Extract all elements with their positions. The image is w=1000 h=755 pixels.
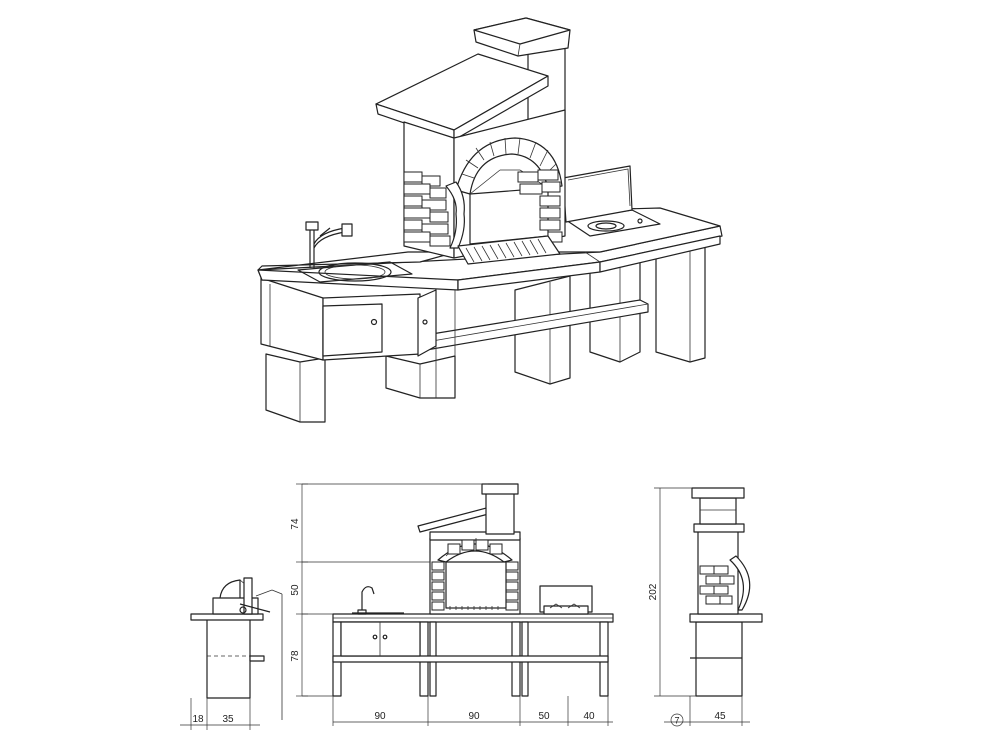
dim-side-left-b: 35 [222, 714, 234, 725]
cabinet-door-closed [322, 303, 383, 357]
circle-marker [670, 713, 684, 727]
dim-height-78: 78 [290, 650, 301, 662]
dim-width-50: 50 [538, 711, 550, 722]
isometric-view [257, 17, 723, 423]
dim-marker-7: 7 [674, 716, 679, 726]
sink [297, 261, 413, 283]
barbecue-tower [375, 17, 571, 265]
dim-side-left-a: 18 [192, 714, 204, 725]
dim-height-202: 202 [648, 583, 659, 600]
dim-width-90a: 90 [374, 711, 386, 722]
right-leg [655, 239, 706, 363]
side-view-left: 18 35 [180, 577, 283, 730]
dim-width-90b: 90 [468, 711, 480, 722]
dim-width-40: 40 [583, 711, 595, 722]
sink-cabinet [260, 277, 437, 361]
front-brick-columns [431, 561, 519, 611]
dim-height-50: 50 [290, 584, 301, 596]
faucet [305, 221, 353, 268]
dim-height-74: 74 [290, 518, 301, 530]
brick-column-right [517, 169, 563, 243]
left-leg [265, 353, 326, 423]
side-bricks [699, 565, 735, 605]
gas-hob [562, 165, 661, 237]
brick-column-left [403, 171, 465, 249]
front-view: 74 50 78 90 90 50 40 [290, 483, 614, 726]
dim-depth-45: 45 [714, 711, 726, 722]
side-view-right: 202 7 45 [648, 487, 763, 727]
grill-rack [457, 235, 561, 265]
